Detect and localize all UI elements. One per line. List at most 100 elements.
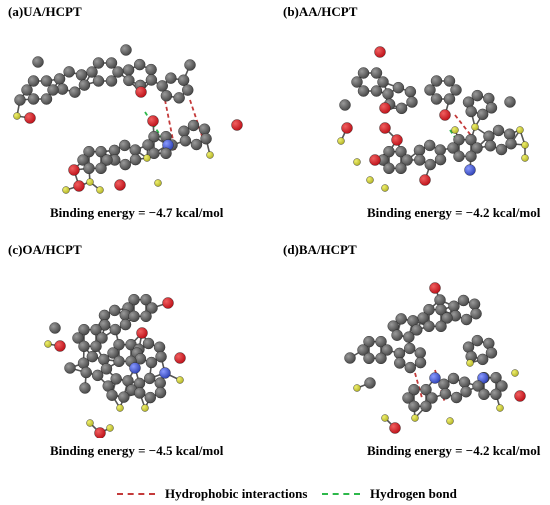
carbon-atom [144, 391, 156, 404]
carbon-atom [344, 352, 356, 364]
hydrogen-atom [496, 404, 504, 412]
hydrogen-atom [143, 154, 151, 162]
carbon-atom [69, 86, 81, 98]
carbon-atom [363, 335, 375, 348]
atom-layer [13, 44, 243, 194]
molecule-a [13, 44, 243, 194]
legend-hydrophobic-label: Hydrophobic interactions [165, 486, 308, 501]
carbon-atom [393, 347, 406, 360]
panel-b-energy: Binding energy = −4.2 kcal/mol [367, 205, 541, 220]
carbon-atom [395, 162, 407, 175]
carbon-atom [468, 298, 481, 310]
carbon-atom [414, 356, 427, 369]
hydrogen-atom [511, 369, 519, 377]
carbon-atom [123, 74, 135, 87]
nitrogen-atom [129, 362, 141, 374]
hydrogen-atom [366, 176, 374, 184]
carbon-atom [503, 128, 516, 140]
carbon-atom [383, 145, 395, 158]
carbon-atom [113, 355, 125, 368]
carbon-atom [83, 162, 95, 175]
carbon-atom [119, 158, 131, 171]
carbon-atom [165, 72, 177, 84]
carbon-atom [420, 383, 432, 396]
carbon-atom [471, 89, 484, 102]
carbon-atom [447, 142, 459, 154]
panel-c-energy: Binding energy = −4.5 kcal/mol [50, 443, 224, 458]
carbon-atom [40, 93, 53, 105]
oxygen-atom [73, 180, 85, 192]
carbon-atom [472, 380, 484, 392]
carbon-atom [450, 84, 462, 96]
panel-d-label: (d)BA/HCPT [283, 242, 357, 257]
oxygen-atom [68, 164, 80, 176]
oxygen-atom [369, 154, 381, 166]
carbon-atom [351, 76, 363, 88]
oxygen-atom [419, 174, 431, 186]
carbon-atom [154, 377, 166, 389]
carbon-atom [401, 154, 413, 166]
carbon-atom [364, 377, 376, 389]
carbon-atom [420, 400, 432, 413]
carbon-atom [106, 389, 118, 401]
carbon-atom [129, 153, 142, 166]
oxygen-atom [374, 46, 386, 58]
carbon-atom [78, 323, 90, 336]
carbon-atom [375, 352, 387, 365]
carbon-atom [156, 80, 168, 92]
carbon-atom [434, 153, 447, 166]
carbon-atom [483, 130, 495, 142]
carbon-atom [92, 75, 105, 87]
carbon-atom [476, 353, 489, 366]
carbon-atom [484, 140, 497, 152]
hydrogen-atom [141, 404, 149, 412]
hydrogen-atom [353, 384, 361, 392]
carbon-atom [457, 294, 470, 307]
legend-hydrophobic: Hydrophobic interactions [117, 486, 307, 502]
carbon-atom [129, 144, 141, 156]
panel-d-energy: Binding energy = −4.2 kcal/mol [367, 443, 541, 458]
carbon-atom [460, 386, 472, 398]
carbon-atom [128, 293, 140, 306]
carbon-atom [160, 147, 172, 160]
carbon-atom [128, 310, 140, 323]
carbon-atom [53, 73, 66, 85]
carbon-atom [370, 85, 383, 97]
carbon-atom [173, 92, 185, 104]
carbon-atom [450, 391, 463, 404]
carbon-atom [86, 66, 98, 78]
carbon-atom [182, 84, 194, 96]
carbon-atom [96, 332, 108, 344]
hydrogen-atom [411, 414, 419, 422]
hydrogen-atom [154, 179, 162, 187]
atom-layer [44, 293, 186, 438]
oxygen-atom [379, 102, 391, 114]
carbon-atom [77, 154, 89, 166]
carbon-atom [424, 84, 436, 96]
molecule-d [344, 282, 526, 434]
panel-a-label: (a)UA/HCPT [8, 4, 82, 19]
carbon-atom [476, 108, 489, 121]
carbon-atom [90, 340, 102, 353]
nitrogen-atom [464, 164, 476, 176]
carbon-atom [363, 352, 375, 365]
oxygen-atom [429, 282, 441, 294]
oxygen-atom [136, 327, 148, 339]
carbon-atom [72, 332, 84, 344]
oxygen-atom [391, 134, 403, 146]
hydrogen-atom [176, 376, 184, 384]
carbon-atom [490, 388, 502, 401]
hydrophobic-line [414, 372, 423, 399]
carbon-atom [101, 154, 113, 166]
atom-layer [344, 282, 526, 434]
carbon-atom [485, 347, 498, 359]
carbon-atom [187, 119, 200, 132]
carbon-atom [430, 75, 443, 87]
oxygen-atom [147, 115, 159, 127]
carbon-atom [119, 318, 132, 331]
carbon-atom [382, 88, 394, 100]
hydrophobic-line-icon [117, 493, 155, 495]
carbon-atom [146, 302, 158, 314]
carbon-atom [490, 371, 502, 384]
carbon-atom [190, 138, 203, 151]
